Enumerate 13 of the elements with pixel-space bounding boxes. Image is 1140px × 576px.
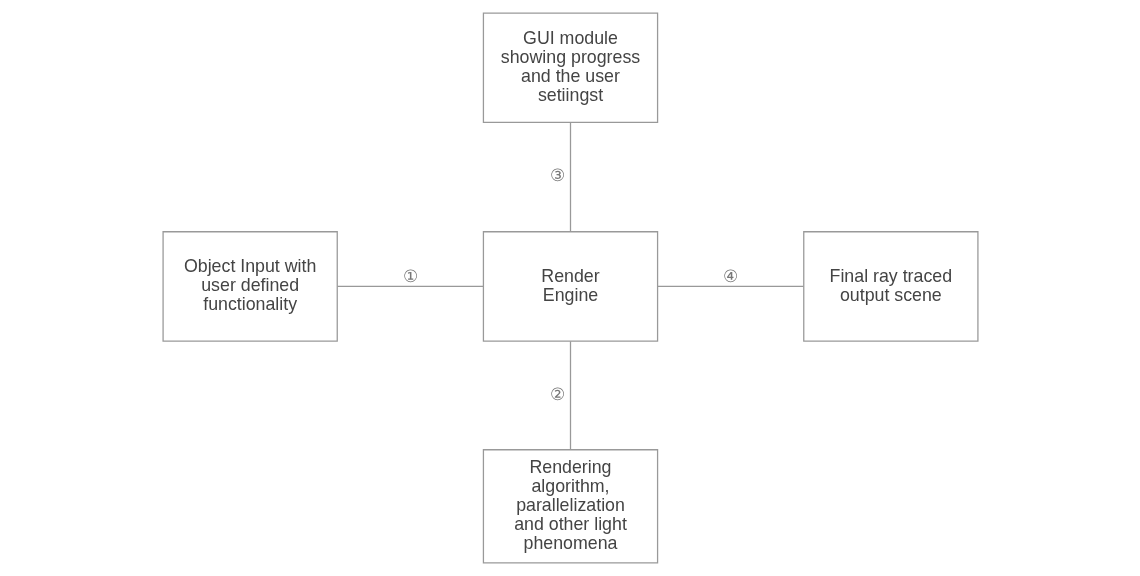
- node-box: Object Input with user defined functionality: [161, 231, 338, 342]
- connector: [336, 285, 484, 288]
- connector: [569, 340, 571, 451]
- connector: [656, 285, 804, 288]
- edge-label: ①: [402, 266, 418, 286]
- edge-label: ③: [549, 166, 565, 186]
- edge-label: ②: [549, 384, 565, 404]
- edge-label: ④: [722, 266, 738, 286]
- connector: [569, 121, 571, 232]
- node-box: GUI module showing progress and the user setiingst: [482, 12, 658, 124]
- node-box: Rendering algorithm, parallelization and other light phenomena: [482, 449, 658, 564]
- node-box: Render Engine: [482, 231, 658, 342]
- node-box: Final ray traced output scene: [802, 231, 979, 342]
